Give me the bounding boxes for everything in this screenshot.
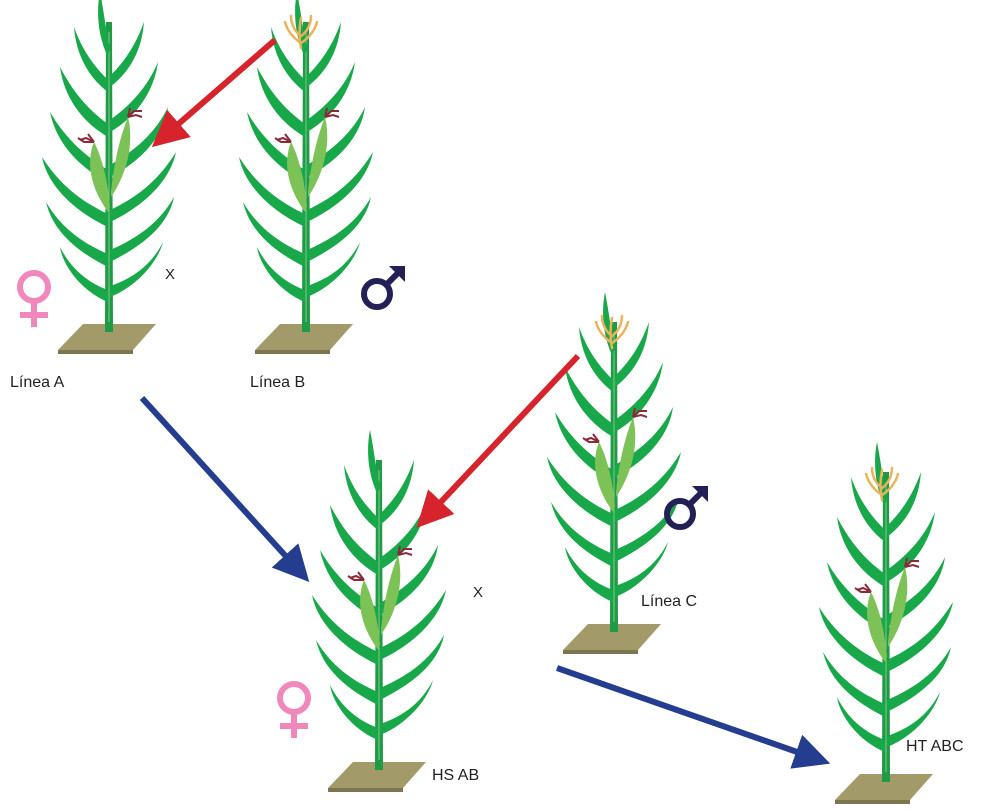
cross-symbol-2: X bbox=[473, 584, 483, 601]
progeny-arrow-hsab-to-htabc bbox=[557, 668, 820, 760]
label-ht-abc: HT ABC bbox=[906, 738, 964, 756]
label-hs-ab: HS AB bbox=[432, 767, 479, 785]
label-linea-c: Línea C bbox=[641, 593, 697, 611]
label-linea-a: Línea A bbox=[10, 374, 64, 392]
female-symbol-linea-a bbox=[20, 273, 48, 327]
male-symbol-linea-c bbox=[667, 486, 708, 527]
plant-linea-a bbox=[42, 0, 176, 354]
female-symbol-hs-ab bbox=[280, 684, 308, 738]
pollination-arrow-c-to-ab bbox=[424, 356, 578, 520]
progeny-arrow-a-to-hsab bbox=[142, 398, 302, 574]
label-linea-b: Línea B bbox=[250, 374, 305, 392]
cross-symbol-1: X bbox=[165, 266, 175, 283]
pollination-arrow-b-to-a bbox=[160, 40, 275, 140]
plant-hs-ab bbox=[312, 430, 446, 792]
male-symbol-linea-b bbox=[364, 266, 405, 307]
